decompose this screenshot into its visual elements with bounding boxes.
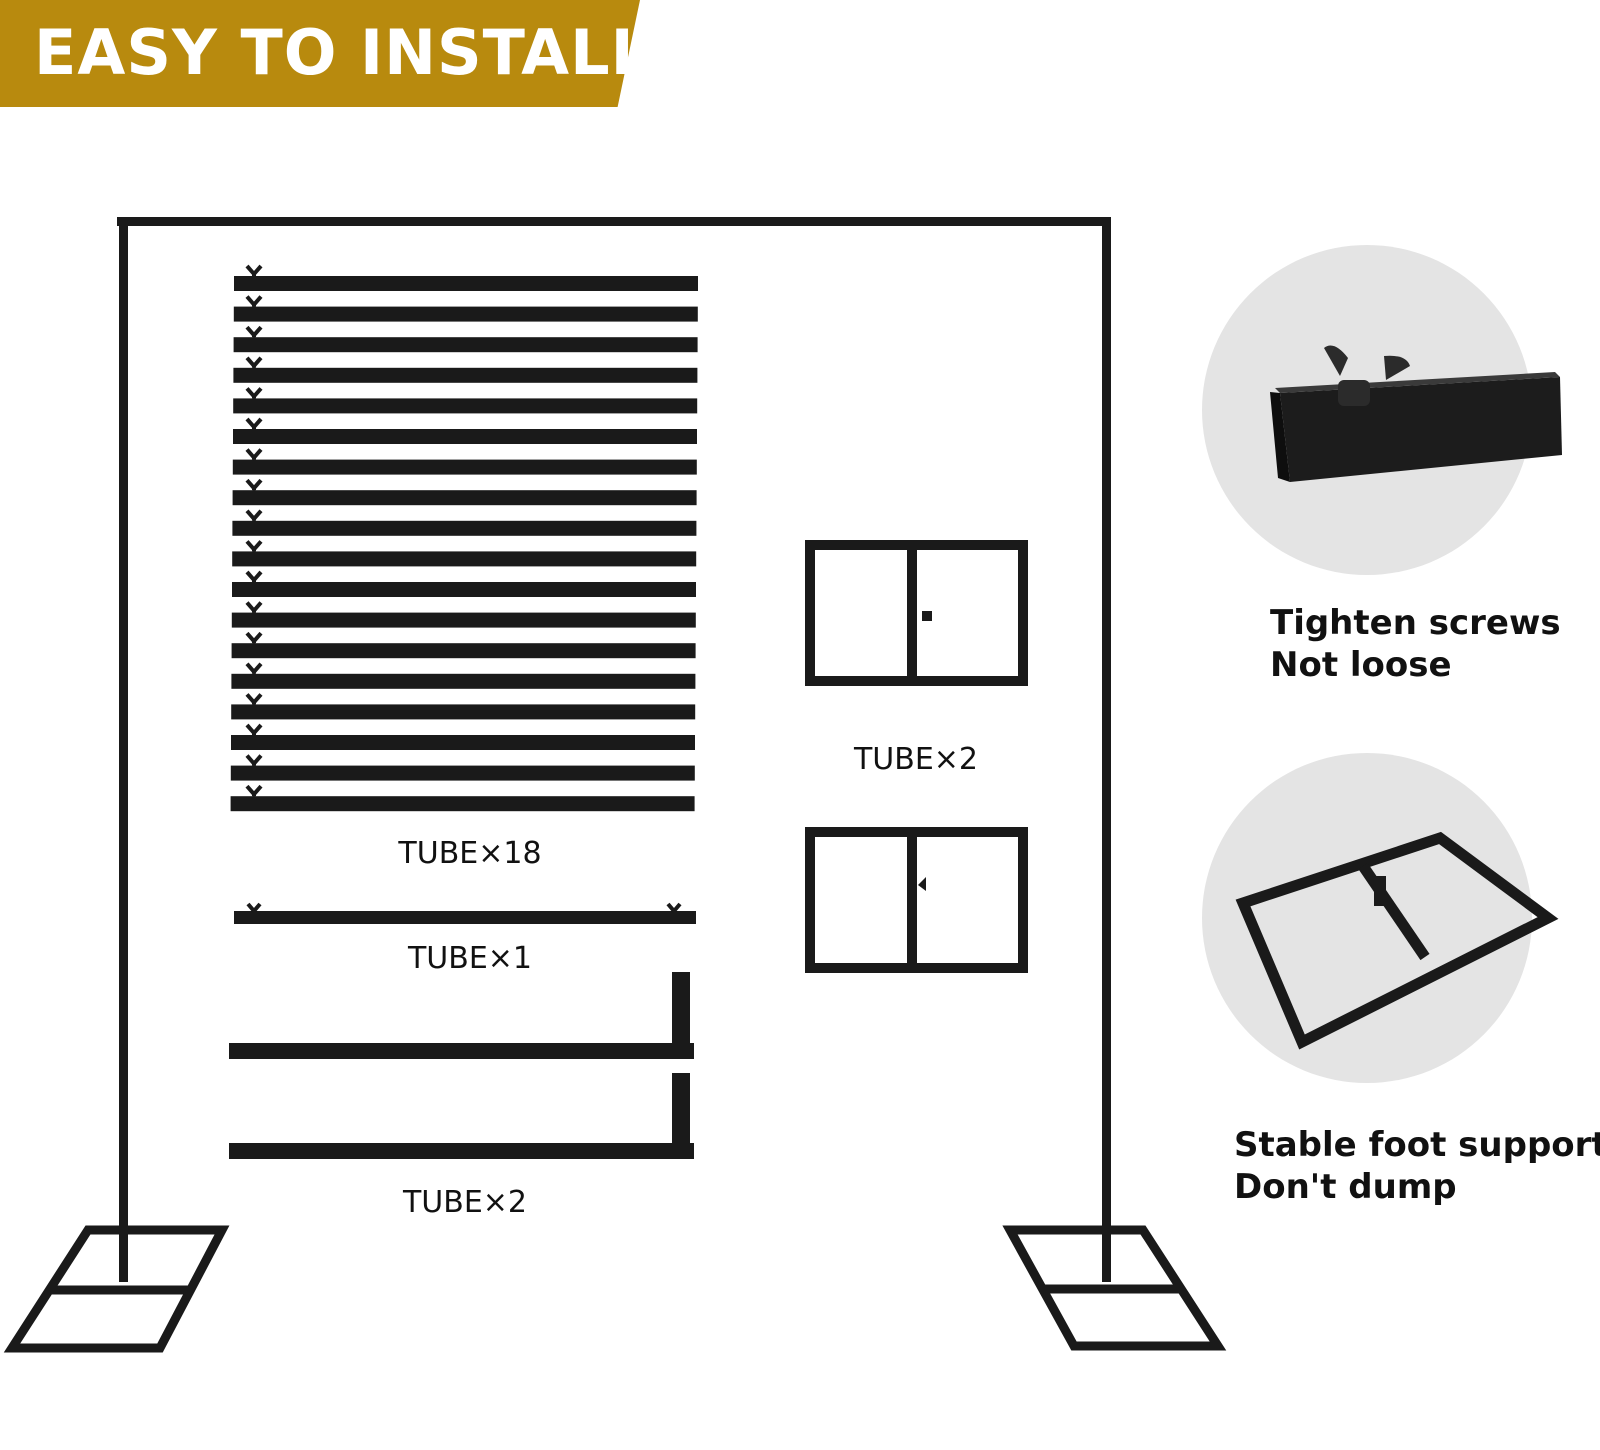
wing-screw-icon (245, 509, 263, 522)
frame-right-post (1102, 217, 1111, 1282)
long-tube (233, 306, 698, 322)
backdrop-stand-frame (117, 217, 1111, 1282)
wing-screw-closeup-icon (1270, 345, 1562, 482)
wing-screw-icon (245, 356, 263, 369)
feature-caption-foot: Stable foot support Don't dump (1234, 1124, 1600, 1208)
long-tube (232, 490, 697, 506)
long-tube (234, 276, 698, 291)
wing-screw-icon (245, 387, 263, 400)
feature-caption-line2: Not loose (1270, 645, 1452, 685)
long-tube (231, 612, 696, 628)
wing-screw-icon (245, 325, 263, 339)
wing-screw-icon (245, 784, 263, 798)
long-tube (231, 735, 695, 750)
feature-caption-screws: Tighten screws Not loose (1270, 602, 1561, 686)
long-tube (232, 520, 697, 536)
part-label-l-tube-2: TUBE×2 (402, 1185, 528, 1220)
long-tube (231, 643, 696, 659)
feature-caption-line2: Don't dump (1234, 1167, 1457, 1207)
wing-screw-icon (245, 723, 263, 737)
long-tube (230, 796, 695, 812)
long-tube (231, 673, 696, 689)
left-foot-base-icon (3, 1225, 230, 1353)
title-banner (0, 0, 640, 107)
wing-screw-icon (245, 478, 263, 492)
long-tube (233, 429, 697, 444)
long-tube (232, 582, 696, 597)
base-frame-closeup-icon (1235, 831, 1559, 1050)
crossbar-tube-icon (234, 902, 696, 924)
part-label-tube-1: TUBE×1 (407, 941, 533, 976)
base-frame-icon (805, 540, 1028, 973)
part-label-tube-18: TUBE×18 (398, 836, 542, 871)
wing-screw-icon (245, 264, 263, 278)
feature-caption-line1: Stable foot support (1234, 1125, 1600, 1165)
wing-screw-icon (245, 601, 263, 614)
wing-screw-icon (245, 417, 263, 431)
long-tube (233, 337, 698, 353)
long-tube (232, 551, 697, 567)
frame-top-bar (117, 217, 1109, 226)
wing-screw-icon (245, 540, 263, 553)
wing-screw-icon (245, 693, 263, 706)
long-tube-with-wing-screw-icon (230, 264, 698, 812)
long-tube (232, 459, 697, 475)
long-tube (230, 765, 695, 781)
l-shaped-tube-icon (229, 972, 694, 1159)
long-tube (233, 398, 698, 414)
wing-screw-icon (245, 662, 263, 675)
wing-screw-icon (245, 448, 263, 461)
wing-screw-icon (245, 570, 263, 584)
frame-left-post (119, 217, 128, 1282)
long-tube (231, 704, 696, 720)
wing-screw-icon (245, 631, 263, 645)
wing-screw-icon (245, 754, 263, 767)
part-label-base-2: TUBE×2 (853, 742, 979, 777)
banner-title: EASY TO INSTALL (34, 16, 652, 89)
wing-screw-icon (245, 295, 263, 308)
feature-caption-line1: Tighten screws (1270, 603, 1561, 643)
right-foot-base-icon (1002, 1225, 1227, 1351)
long-tube (233, 367, 698, 383)
